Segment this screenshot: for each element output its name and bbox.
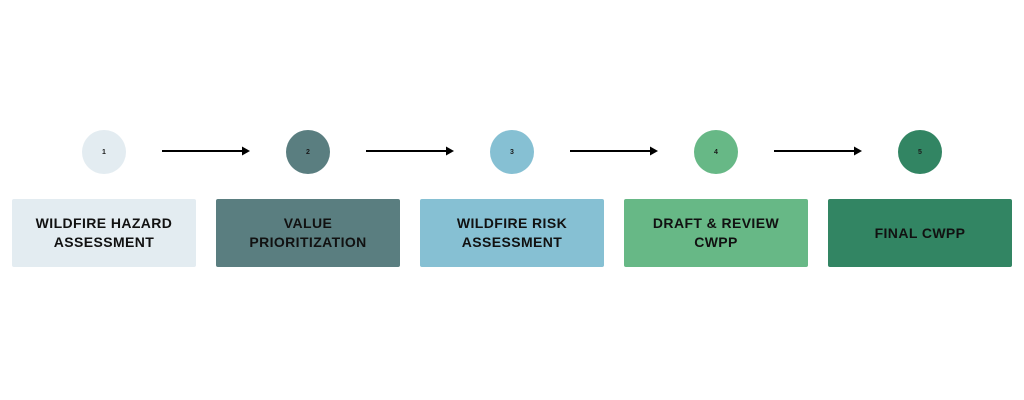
step-1-circle: 1	[82, 130, 126, 174]
arrow-4-to-5-icon	[774, 146, 862, 156]
arrow-1-to-2-icon	[162, 146, 250, 156]
step-2-label: VALUE PRIORITIZATION	[249, 215, 367, 250]
step-3-label: WILDFIRE RISK ASSESSMENT	[456, 215, 568, 250]
step-2-number: 2	[306, 148, 310, 156]
step-1-label: WILDFIRE HAZARD ASSESSMENT	[35, 215, 173, 250]
step-3-circle: 3	[490, 130, 534, 174]
step-1-number: 1	[102, 148, 106, 156]
step-1-box: WILDFIRE HAZARD ASSESSMENT	[12, 199, 196, 267]
step-5-number: 5	[918, 148, 922, 156]
step-2-circle: 2	[286, 130, 330, 174]
step-5-circle: 5	[898, 130, 942, 174]
step-3-box: WILDFIRE RISK ASSESSMENT	[420, 199, 604, 267]
arrow-2-to-3-icon	[366, 146, 454, 156]
step-3-number: 3	[510, 148, 514, 156]
step-4-number: 4	[714, 148, 718, 156]
step-5-label: FINAL CWPP	[874, 224, 966, 241]
arrow-3-to-4-icon	[570, 146, 658, 156]
step-4-label: DRAFT & REVIEW CWPP	[652, 215, 780, 250]
step-5-box: FINAL CWPP	[828, 199, 1012, 267]
step-2-box: VALUE PRIORITIZATION	[216, 199, 400, 267]
step-4-circle: 4	[694, 130, 738, 174]
step-4-box: DRAFT & REVIEW CWPP	[624, 199, 808, 267]
